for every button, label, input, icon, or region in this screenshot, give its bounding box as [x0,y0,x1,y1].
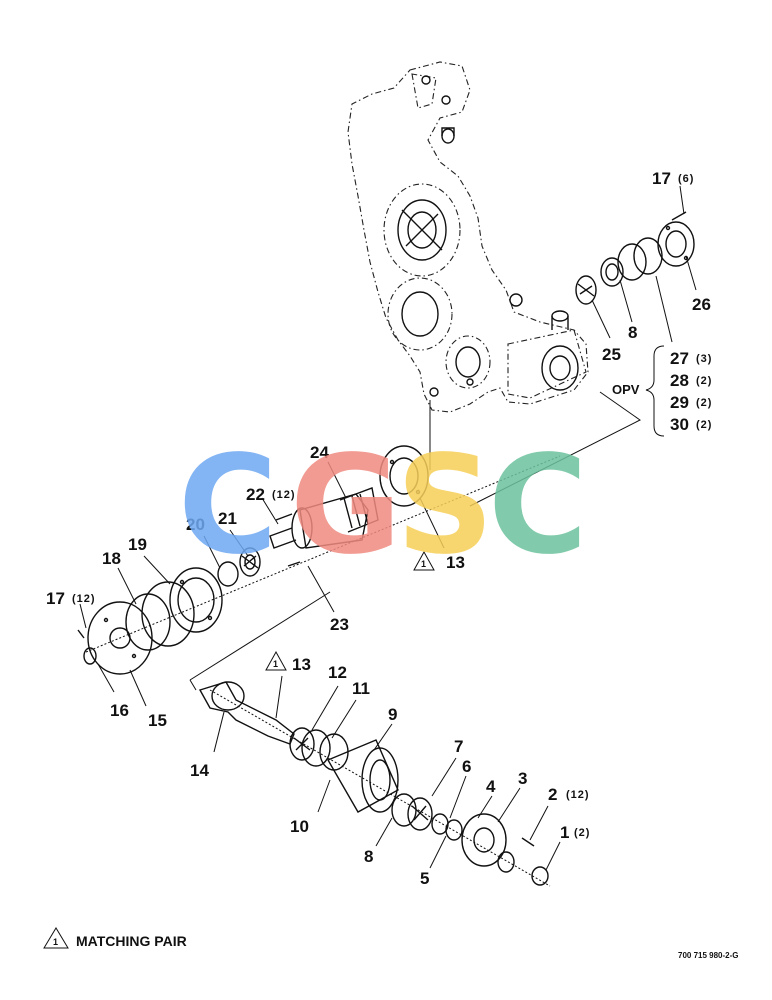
watermark: C G S C [178,427,588,585]
legend-text: MATCHING PAIR [76,933,187,949]
matching-pair-13a-mark: 1 [421,559,426,569]
matching-pair-13b-mark: 1 [273,659,278,669]
callout-8-lower: 8 [364,847,373,866]
callout-27-qty: (3) [696,353,712,365]
callout-17-top: 17 [652,169,671,188]
callout-1-qty: (2) [574,827,590,839]
callout-4: 4 [486,777,496,796]
callout-13-middle: 13 [446,553,465,572]
legend-mark: 1 [53,937,58,947]
callout-17-top-qty: (6) [678,173,694,185]
watermark-letter-3: S [396,427,494,585]
callout-29-qty: (2) [696,397,712,409]
callout-16: 16 [110,701,129,720]
callout-9: 9 [388,705,397,724]
callout-25: 25 [602,345,621,364]
callout-18: 18 [102,549,121,568]
callout-2: 2 [548,785,557,804]
callout-15: 15 [148,711,167,730]
callout-30: 30 [670,415,689,434]
legend: 1 MATCHING PAIR [43,927,187,949]
callout-5: 5 [420,869,429,888]
legend-triangle-icon [43,927,69,949]
callout-12: 12 [328,663,347,682]
callout-22-qty: (12) [272,489,296,501]
callout-24: 24 [310,443,329,462]
callout-10: 10 [290,817,309,836]
callout-14: 14 [190,761,209,780]
opv-label: OPV [612,382,640,397]
lower-assembly [198,681,549,886]
callout-22: 22 [246,485,265,504]
callout-30-qty: (2) [696,419,712,431]
callout-11: 11 [352,679,370,698]
callout-21: 21 [218,509,237,528]
callout-28: 28 [670,371,689,390]
watermark-letter-2: G [290,427,402,585]
watermark-letter-1: C [178,427,278,585]
callout-3: 3 [518,769,527,788]
matching-pair-triangle-13b [265,650,287,671]
opv-group: OPV 27 (3) 28 (2) 29 (2) 30 (2) [612,345,712,437]
upper-right-assembly [575,211,695,305]
callout-6: 6 [462,757,471,776]
callout-23: 23 [330,615,349,634]
watermark-letter-4: C [488,427,588,585]
callout-17-left-qty: (12) [72,593,96,605]
callout-26: 26 [692,295,711,314]
callouts: 17 (6) 26 8 25 24 22 (12) 20 21 19 18 17… [46,169,711,888]
leader-lines [79,185,697,871]
callout-17-left: 17 [46,589,65,608]
callout-29: 29 [670,393,689,412]
left-cover-assembly [77,567,223,675]
middle-shaft-assembly [217,445,429,587]
callout-1: 1 [560,823,569,842]
gearbox-housing [347,61,589,413]
figure-number: 700 715 980-2-G [678,951,739,960]
callout-8-top: 8 [628,323,637,342]
callout-2-qty: (12) [566,789,590,801]
callout-28-qty: (2) [696,375,712,387]
callout-13-lower: 13 [292,655,311,674]
callout-27: 27 [670,349,689,368]
callout-7: 7 [454,737,463,756]
callout-19: 19 [128,535,147,554]
callout-20: 20 [186,515,205,534]
matching-pair-triangle-13a [413,550,435,571]
axis-lines [85,391,641,887]
